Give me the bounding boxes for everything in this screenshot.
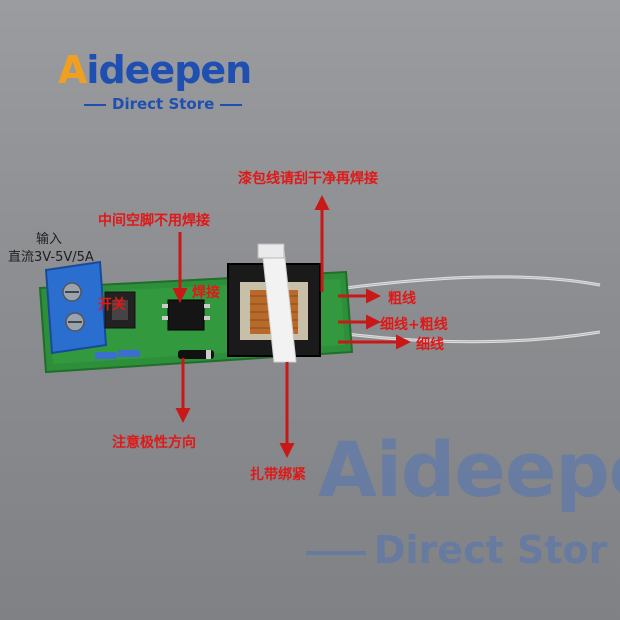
thin-wire-label: 细线 (416, 337, 444, 353)
watermark-logo: Aideepen (318, 425, 620, 514)
middle-pin-label: 中间空脚不用焊接 (98, 213, 210, 229)
watermark-tagline: Direct Stor (306, 528, 607, 572)
output-wires (329, 275, 601, 344)
ic-chip (162, 299, 210, 331)
input-title-label: 输入 (36, 232, 63, 247)
diode (178, 350, 214, 359)
thick-wire-label: 粗线 (388, 291, 416, 307)
brand-logo-letter: A (58, 48, 87, 92)
terminal-block (44, 260, 108, 355)
brand-logo-rest: ideepen (86, 48, 252, 92)
watermark-tagline-text: Direct Stor (374, 528, 608, 572)
input-spec-label: 直流3V-5V/5A (8, 250, 94, 265)
solder-label: 焊接 (192, 285, 220, 301)
brand-logo: Aideepen (58, 48, 252, 92)
brand-tagline: Direct Store (78, 95, 248, 113)
push-switch (104, 291, 136, 329)
cable-tie-label: 扎带绑紧 (250, 467, 306, 483)
switch-label: 开关 (98, 297, 126, 313)
annotation-arrows (172, 195, 411, 458)
resistor (95, 352, 117, 359)
resistor (118, 350, 140, 357)
enamel-wire-label: 漆包线请刮干净再焊接 (238, 171, 378, 187)
cable-tie (257, 243, 297, 363)
polarity-label: 注意极性方向 (112, 435, 196, 451)
thin-thick-wire-label: 细线+粗线 (380, 317, 448, 333)
